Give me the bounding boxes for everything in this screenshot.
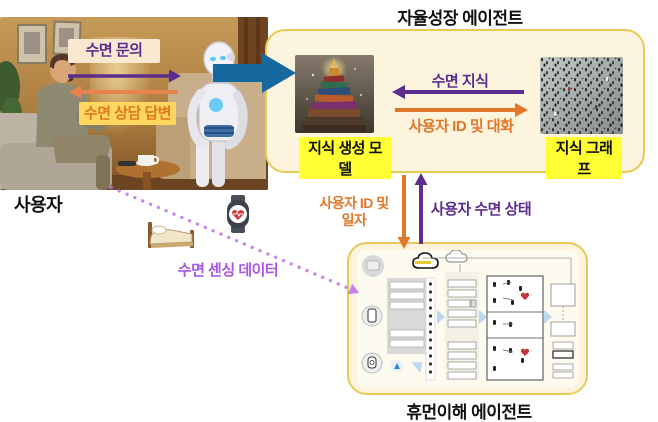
heart-rate-watch-icon (222, 194, 254, 234)
user-id-date-line1: 사용자 ID 및 (319, 195, 389, 211)
knowledge-books-image (295, 55, 374, 133)
user-id-date-line2: 일자 (341, 212, 367, 228)
top-agent-title: 자율성장 에이전트 (397, 9, 523, 28)
bed-icon (146, 218, 196, 252)
knowledge-graph-image (540, 57, 623, 134)
knowledge-gen-model-text: 지식 생성 모델 (299, 137, 391, 179)
sleep-knowledge-label: 수면 지식 (431, 73, 489, 90)
user-caption: 사용자 (14, 195, 63, 215)
knowledge-gen-model-label: 지식 생성 모델 (299, 137, 391, 179)
user-sleep-state-label: 사용자 수면 상태 (430, 201, 532, 218)
user-id-date-label: 사용자 ID 및 일자 (312, 195, 396, 229)
knowledge-graph-text: 지식 그래프 (546, 137, 622, 179)
sleep-answer-label: 수면 상담 답변 (79, 102, 176, 125)
human-understanding-flowchart-image (357, 250, 578, 387)
cloud-icon (412, 252, 439, 269)
knowledge-graph-label: 지식 그래프 (546, 137, 622, 179)
sleep-sensing-data-label: 수면 센싱 데이터 (177, 262, 279, 279)
bottom-agent-title: 휴먼이해 에이전트 (406, 403, 532, 422)
user-id-dialog-label: 사용자 ID 및 대화 (408, 118, 514, 135)
sleep-inquiry-label: 수면 문의 (68, 39, 160, 63)
